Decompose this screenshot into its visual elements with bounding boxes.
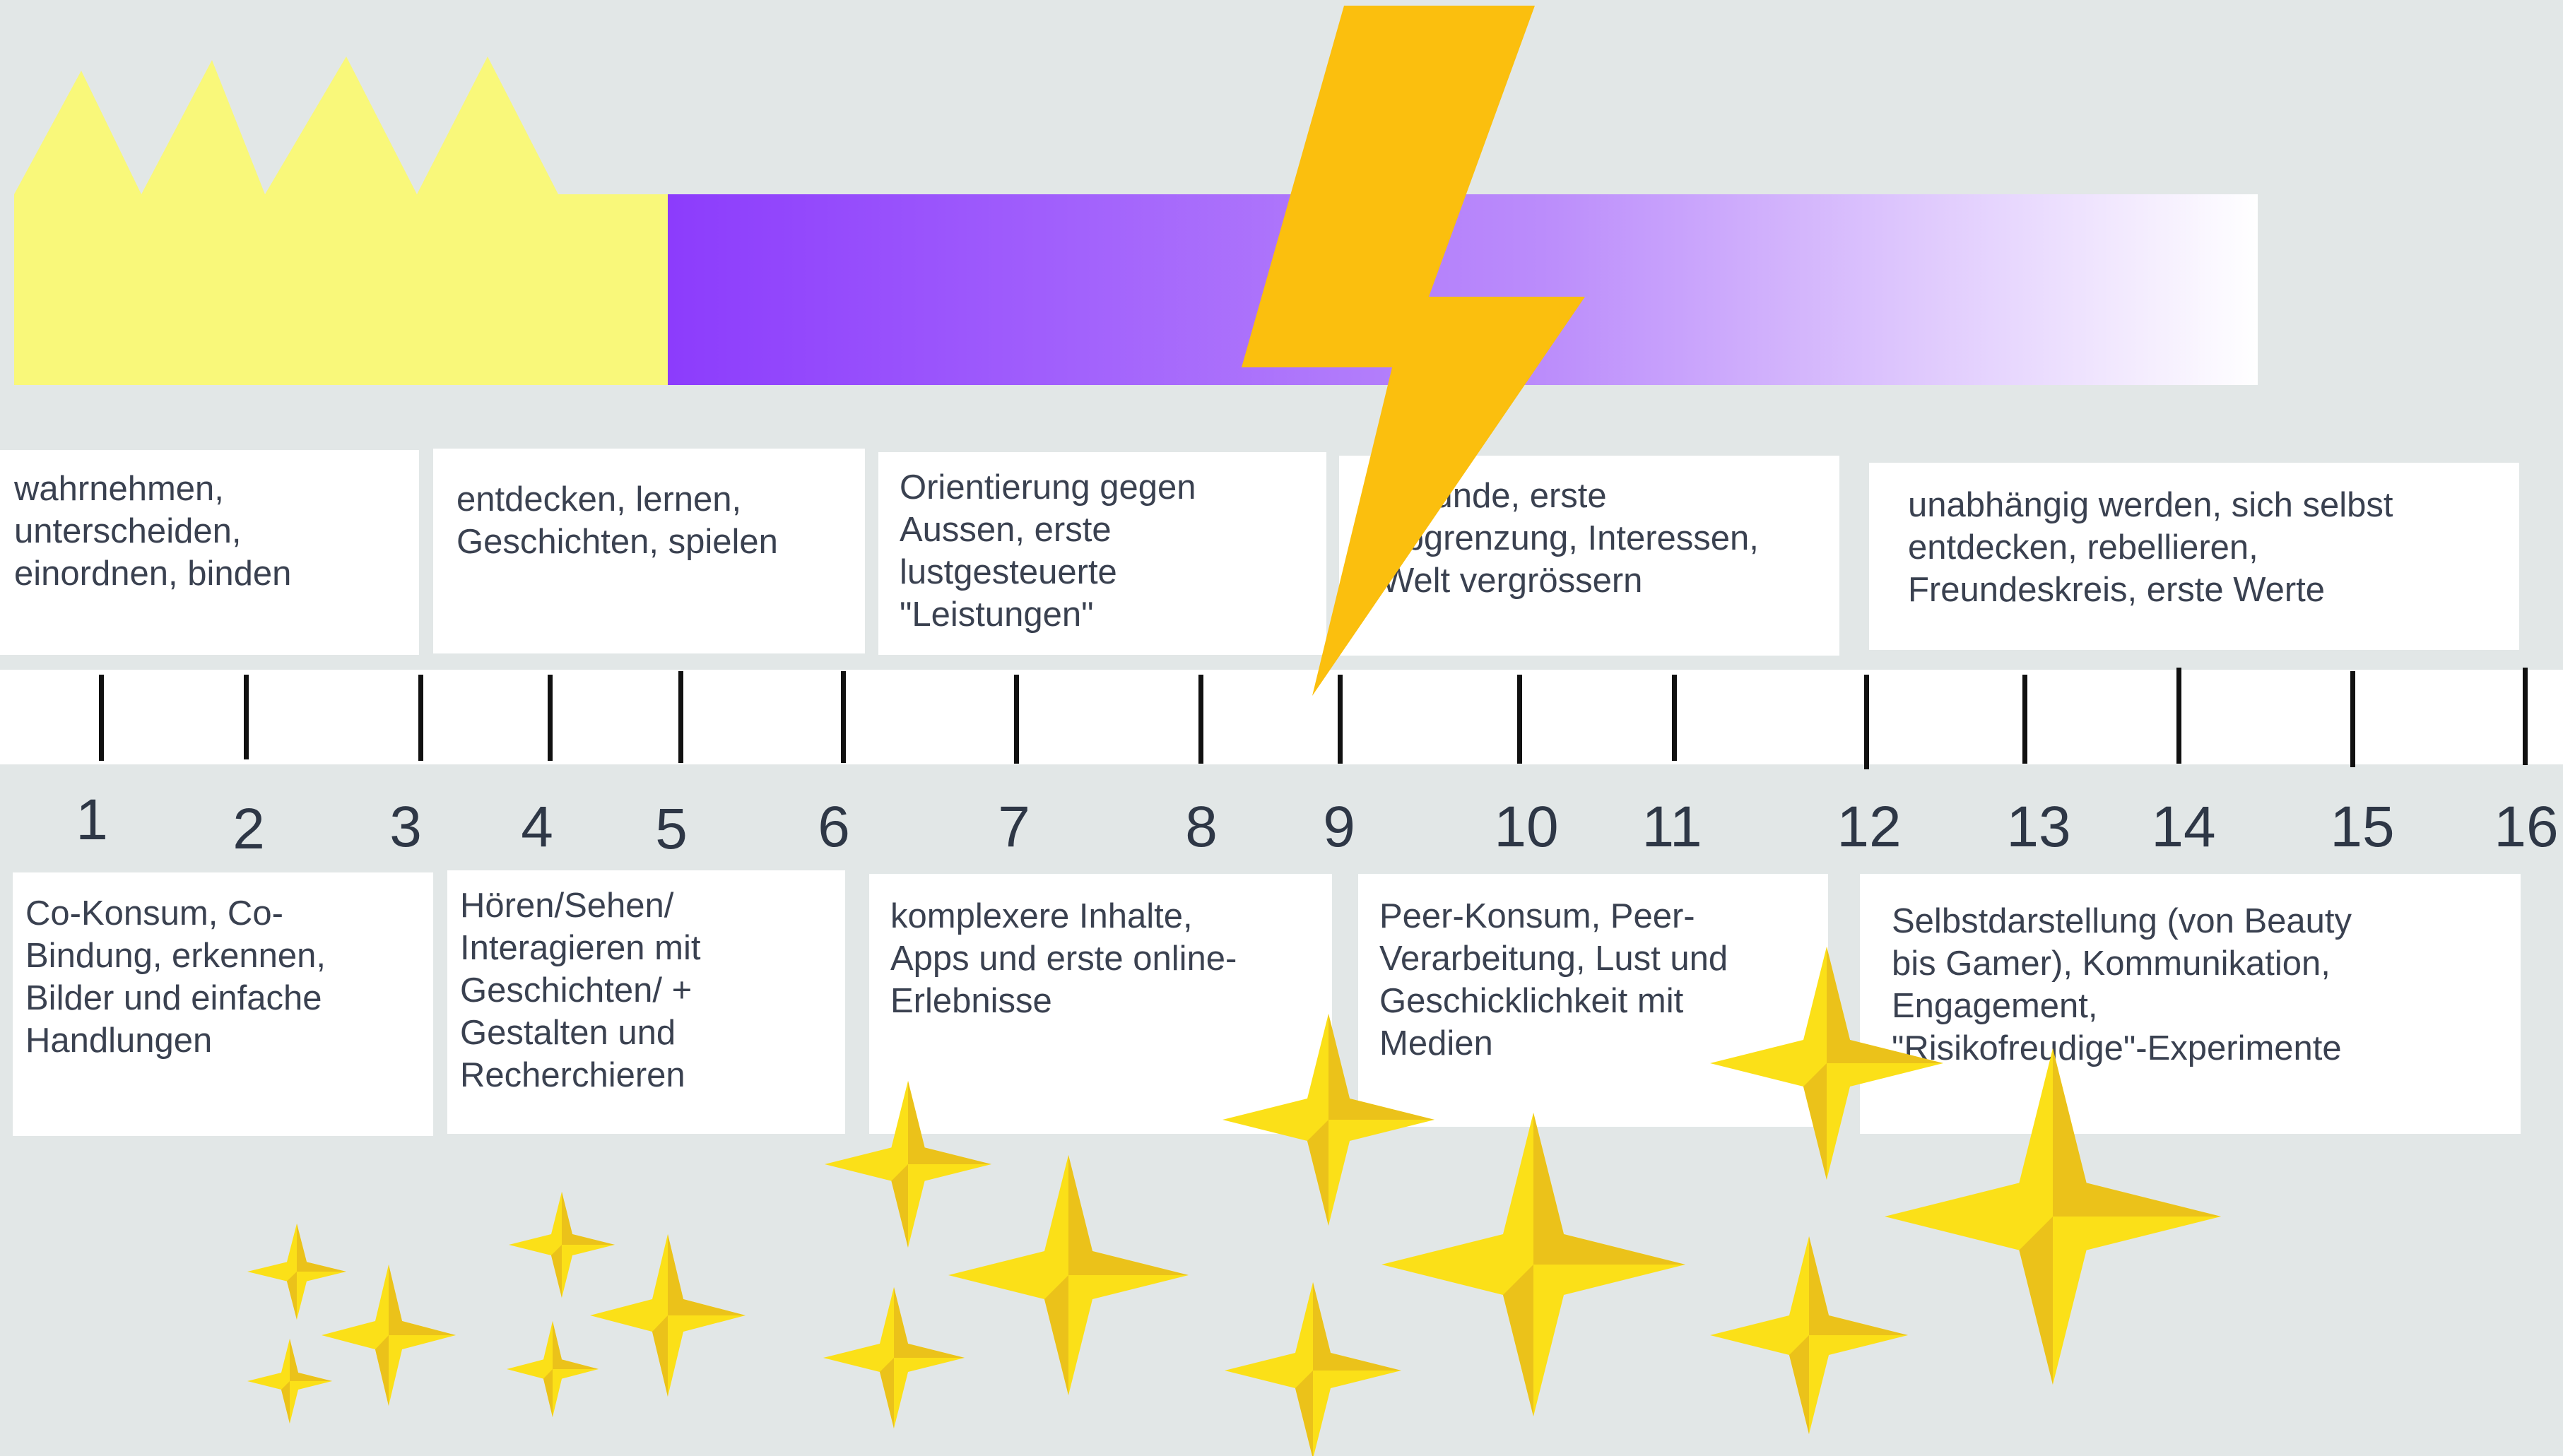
bottom-box-ages-1-3: Co-Konsum, Co- Bindung, erkennen, Bilder… [13, 872, 433, 1136]
age-label: 16 [2494, 795, 2559, 859]
top-box-text: wahrnehmen, unterscheiden, einordnen, bi… [14, 470, 292, 593]
timeline-tick [841, 671, 846, 763]
timeline-tick [2176, 668, 2181, 764]
sparkle-star-shade [375, 1265, 456, 1406]
age-label: 1 [76, 788, 108, 852]
age-label: 12 [1837, 795, 1902, 859]
sparkle-star-shade [551, 1192, 615, 1298]
timeline-tick [1198, 675, 1203, 764]
timeline-tick [418, 675, 423, 761]
sparkle-star-shade [891, 1081, 991, 1248]
timeline-tick [99, 675, 104, 761]
age-label: 3 [389, 795, 422, 859]
age-label: 9 [1323, 795, 1355, 859]
top-box-ages-7-9: Orientierung gegen Aussen, erste lustges… [878, 452, 1326, 655]
bottom-box-text: Selbstdarstellung (von Beauty bis Gamer)… [1892, 902, 2352, 1067]
timeline-tick [1338, 675, 1343, 764]
age-label: 10 [1494, 795, 1559, 859]
lightning-bolt-icon [1242, 6, 1585, 696]
timeline-tick [1864, 675, 1869, 769]
timeline-tick [244, 675, 249, 759]
timeline-tick [2523, 668, 2528, 765]
sparkle-star-shade [2019, 1048, 2221, 1385]
timeline-tick [1672, 675, 1677, 761]
age-label: 5 [655, 797, 688, 861]
top-box-ages-4-6: entdecken, lernen, Geschichten, spielen [433, 449, 865, 653]
age-label: 7 [998, 795, 1030, 859]
top-box-text: unabhängig werden, sich selbst entdecken… [1908, 486, 2393, 609]
sparkle-star-shade [1803, 947, 1943, 1180]
bottom-box-ages-9-12: Peer-Konsum, Peer- Verarbeitung, Lust un… [1358, 874, 1828, 1127]
age-label: 6 [818, 795, 850, 859]
top-box-text: Orientierung gegen Aussen, erste lustges… [900, 468, 1196, 634]
age-label: 8 [1185, 795, 1218, 859]
sparkle-star-shade [1307, 1014, 1434, 1226]
sparkle-star-shade [543, 1321, 599, 1417]
top-box-ages-9-12: Freunde, erste Abgrenzung, Interessen, W… [1339, 456, 1839, 656]
bottom-box-text: Co-Konsum, Co- Bindung, erkennen, Bilder… [25, 894, 326, 1060]
age-label: 11 [1642, 795, 1702, 859]
sparkle-star-shade [287, 1224, 346, 1320]
bottom-box-ages-4-6: Hören/Sehen/ Interagieren mit Geschichte… [447, 870, 845, 1134]
timeline-tick [2350, 671, 2355, 767]
top-box-ages-1-3: wahrnehmen, unterscheiden, einordnen, bi… [0, 450, 419, 655]
timeline-tick [1517, 675, 1522, 764]
age-label: 13 [2006, 795, 2071, 859]
sparkle-group [247, 947, 2221, 1456]
sparkle-star-shade [1789, 1236, 1908, 1434]
timeline-tick [2022, 675, 2027, 764]
sparkle-star-shade [652, 1234, 746, 1397]
sparkle-star-shade [1295, 1282, 1401, 1456]
sparkle-star-shade [281, 1339, 332, 1424]
timeline-tick [548, 675, 553, 761]
timeline-strip [0, 670, 2563, 764]
sparkle-star-shade [880, 1287, 965, 1428]
age-label: 14 [2151, 795, 2216, 859]
timeline-tick [1014, 675, 1019, 764]
sparkle-star-shade [1044, 1155, 1189, 1395]
timeline-tick [678, 671, 683, 763]
bottom-box-ages-12-16: Selbstdarstellung (von Beauty bis Gamer)… [1860, 874, 2521, 1134]
bottom-box-text: Hören/Sehen/ Interagieren mit Geschichte… [460, 887, 701, 1094]
top-box-ages-12-16: unabhängig werden, sich selbst entdecken… [1869, 463, 2519, 650]
top-box-text: entdecken, lernen, Geschichten, spielen [456, 480, 778, 561]
sparkle-star-shade [1503, 1113, 1685, 1416]
bottom-box-text: Peer-Konsum, Peer- Verarbeitung, Lust un… [1379, 897, 1728, 1063]
crown-shape [14, 57, 668, 385]
age-label: 15 [2330, 795, 2395, 859]
bottom-box-ages-7-9: komplexere Inhalte, Apps und erste onlin… [869, 874, 1332, 1134]
age-label: 2 [232, 797, 265, 861]
age-label: 4 [521, 795, 553, 859]
bottom-box-text: komplexere Inhalte, Apps und erste onlin… [890, 897, 1237, 1020]
